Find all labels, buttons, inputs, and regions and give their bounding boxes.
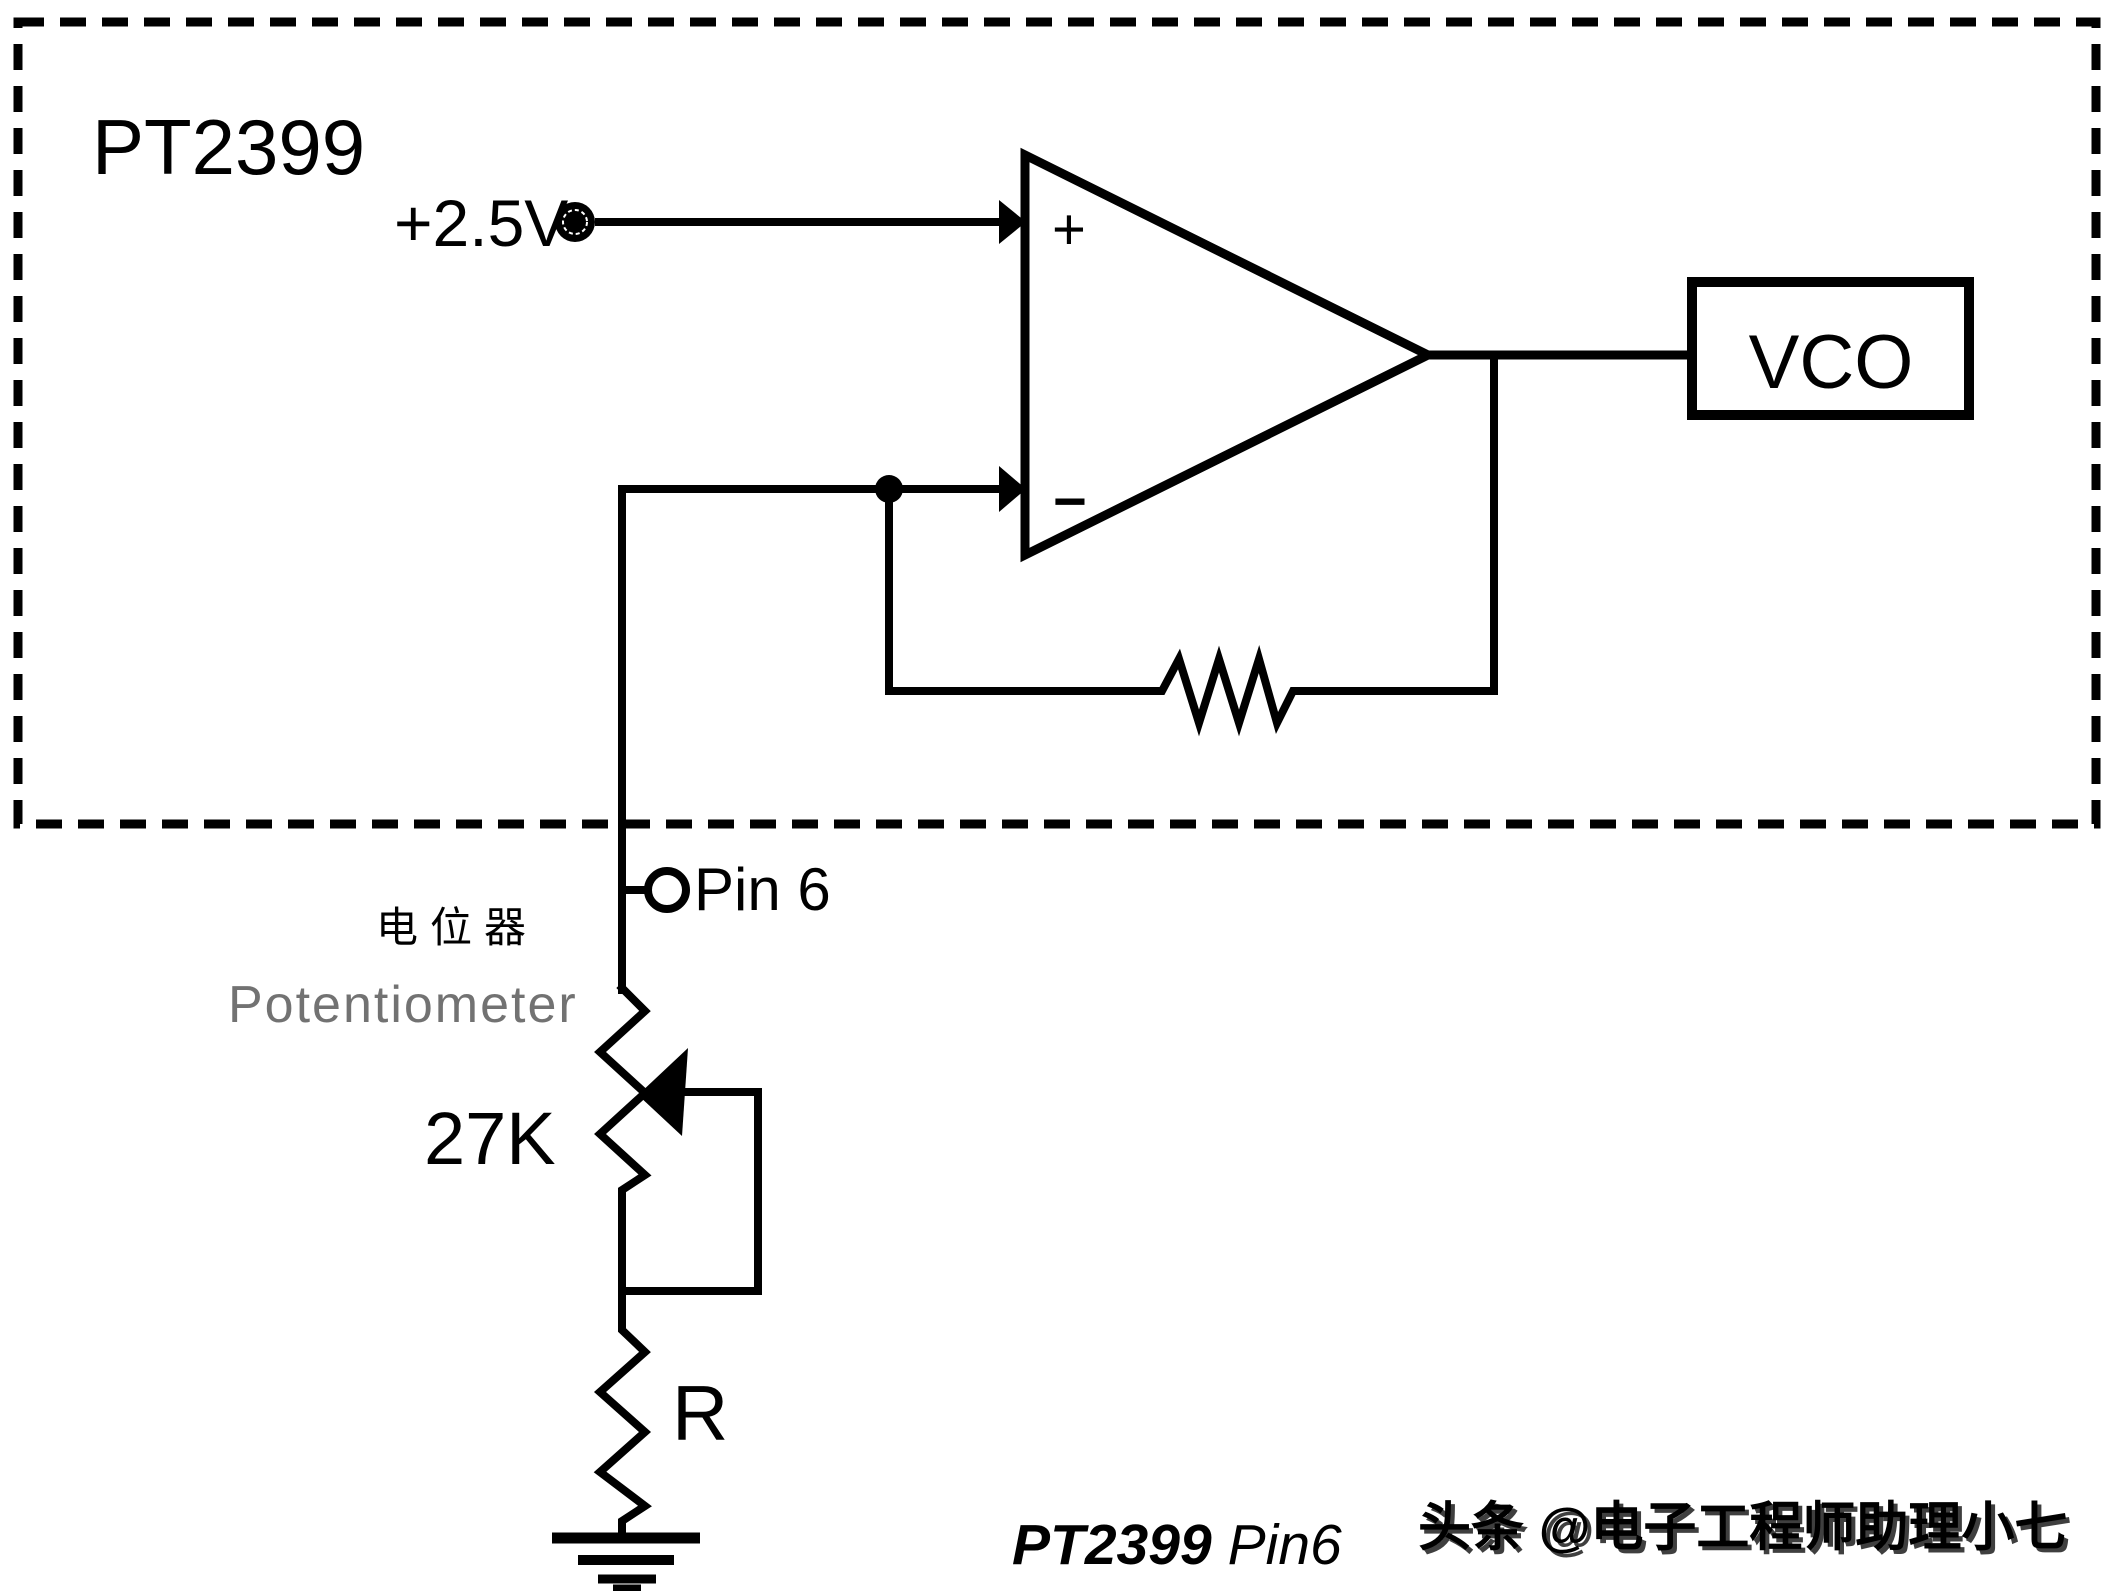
footer-caption-secondary: Pin6 xyxy=(1228,1513,1342,1577)
footer-caption-primary: PT2399 xyxy=(1012,1513,1212,1577)
footer-watermark: 头条 @电子工程师助理小七 xyxy=(1418,1498,2067,1557)
potentiometer-zigzag xyxy=(594,982,652,1295)
potentiometer-ghost-watermark: Potentiometer xyxy=(228,976,578,1034)
opamp-plus-label: + xyxy=(1052,197,1086,262)
vco-label: VCO xyxy=(1749,320,1914,405)
potentiometer-label-cn: 电位器 xyxy=(376,904,538,951)
footer-watermark-shadow: 头条 @电子工程师助理小七 xyxy=(1422,1502,2071,1561)
vco-output: VCO xyxy=(1423,277,1974,420)
potentiometer: 电位器 Potentiometer 27K xyxy=(228,904,762,1295)
pin6-node: Pin 6 xyxy=(622,856,831,923)
pt2399-ic-block: PT2399 xyxy=(13,17,2101,829)
resistor-label: R xyxy=(672,1369,728,1457)
ic-boundary-dashed-box xyxy=(13,17,2101,829)
potentiometer-value: 27K xyxy=(424,1097,556,1180)
vco-box xyxy=(1687,277,1974,420)
feedback-resistor-path xyxy=(885,355,1498,737)
noninverting-arrowhead-icon xyxy=(999,200,1026,244)
inverting-input-branch xyxy=(618,466,1026,994)
resistor-zigzag xyxy=(593,1287,652,1542)
supply-terminal-dot xyxy=(555,202,595,242)
supply-node: +2.5V xyxy=(394,186,1026,260)
inverting-arrowhead-icon xyxy=(999,466,1026,512)
pin6-terminal-circle xyxy=(644,867,690,913)
opamp-triangle xyxy=(1020,147,1439,563)
pin6-label: Pin 6 xyxy=(694,856,831,923)
opamp-minus-label: − xyxy=(1053,469,1087,534)
feedback-network xyxy=(885,355,1498,737)
supply-label: +2.5V xyxy=(394,186,568,260)
resistor-r: R xyxy=(593,1287,728,1542)
ic-label: PT2399 xyxy=(92,103,365,191)
potentiometer-wiper-wire xyxy=(622,1088,762,1295)
opamp: + − xyxy=(1020,147,1439,563)
supply-terminal-ring xyxy=(562,209,588,235)
ground-symbol xyxy=(552,1532,700,1591)
potentiometer-wiper-arrow-icon xyxy=(638,1048,688,1136)
